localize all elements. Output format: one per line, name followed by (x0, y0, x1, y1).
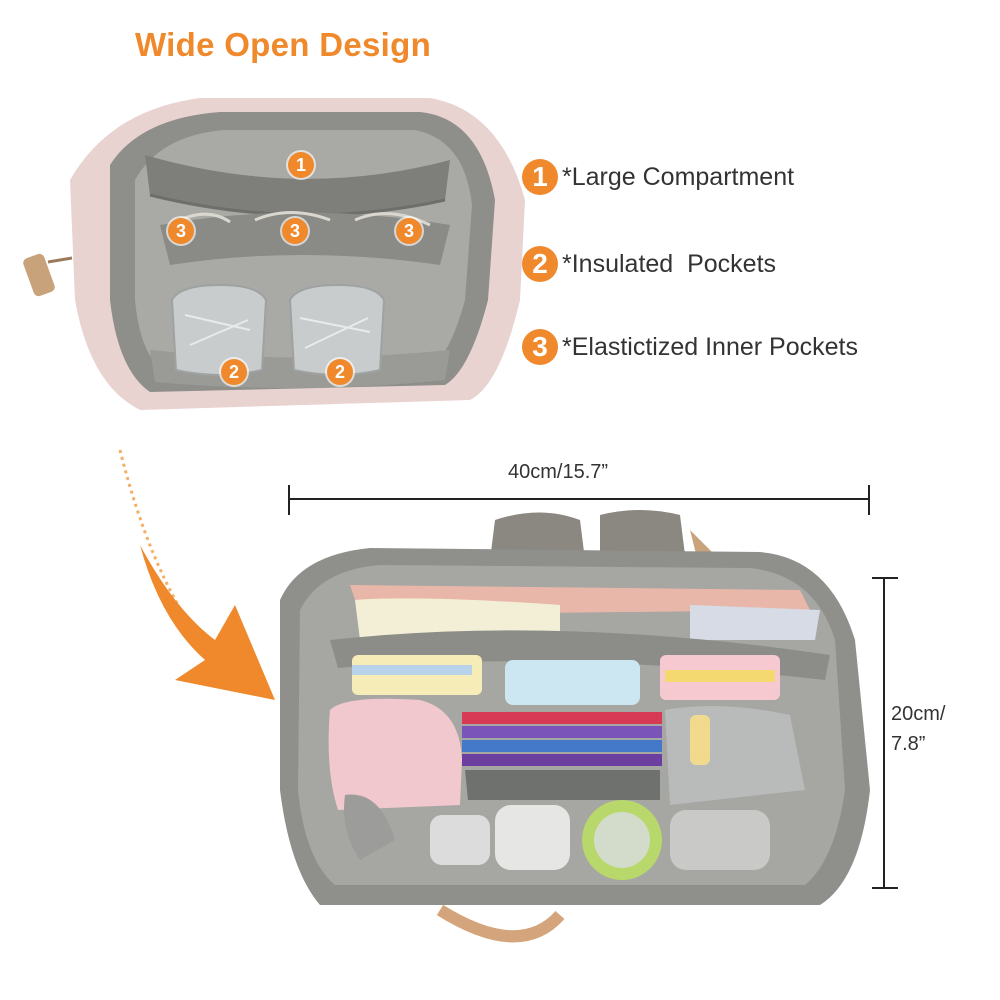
page-title: Wide Open Design (135, 26, 432, 63)
height-dimension-line2: 7.8” (891, 733, 926, 755)
legend-badge: 2 (522, 246, 558, 282)
bottom-bag-image (280, 510, 870, 943)
marker-elastic-pocket-left: 3 (168, 218, 194, 244)
legend-badge: 1 (522, 159, 558, 195)
marker-elastic-pocket-center: 3 (282, 218, 308, 244)
marker-large-compartment: 1 (288, 152, 314, 178)
width-dimension-label: 40cm/15.7” (508, 461, 609, 483)
marker-insulated-pocket-right: 2 (327, 359, 353, 385)
legend-label: *Elastictized Inner Pockets (562, 332, 858, 361)
top-bag-image (23, 98, 525, 410)
legend-label: *Insulated Pockets (562, 249, 777, 278)
legend-badge: 3 (522, 329, 558, 365)
height-dimension-line1: 20cm/ (891, 703, 946, 725)
transition-arrow (118, 449, 275, 700)
width-dimension-line (288, 485, 870, 515)
marker-elastic-pocket-right: 3 (396, 218, 422, 244)
legend-item-large-compartment: 1 *Large Compartment (522, 159, 794, 195)
marker-insulated-pocket-left: 2 (221, 359, 247, 385)
height-dimension-label: 20cm/ 7.8” (891, 699, 945, 759)
legend-item-elastic-pockets: 3 *Elastictized Inner Pockets (522, 329, 858, 365)
height-dimension-line (872, 577, 898, 889)
legend-item-insulated-pockets: 2 *Insulated Pockets (522, 246, 776, 282)
legend-label: *Large Compartment (562, 162, 795, 191)
